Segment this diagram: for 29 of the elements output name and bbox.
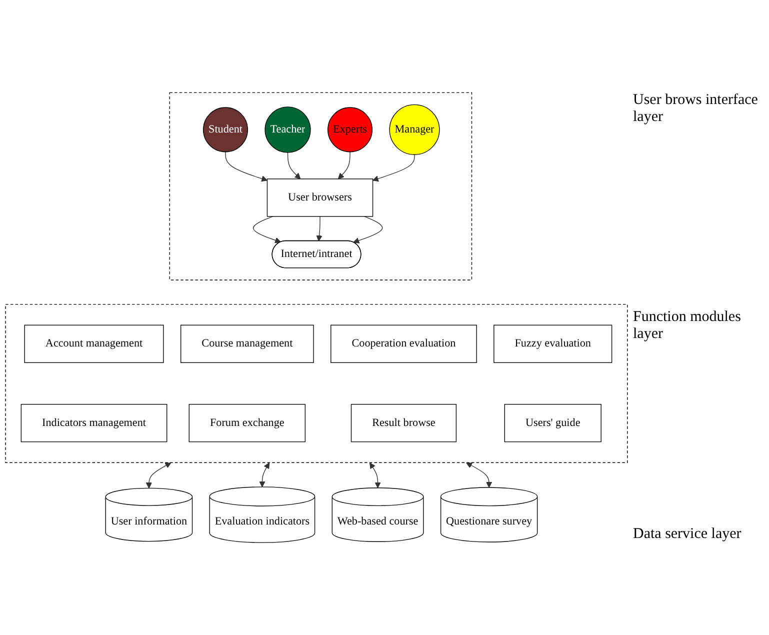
layer-label: Function modules layer — [633, 308, 742, 343]
node-circle: Manager — [389, 104, 440, 155]
arrow — [259, 462, 270, 488]
layer-label: Data service layer — [633, 526, 742, 544]
node-box: Cooperation evaluation — [330, 324, 477, 363]
node-circle: Experts — [327, 107, 373, 152]
cluster — [169, 92, 472, 280]
node-box: Users' guide — [504, 404, 602, 442]
node-box: Account management — [24, 324, 164, 363]
arrow — [353, 216, 383, 244]
arrow — [370, 462, 381, 488]
node-box: Course management — [180, 324, 314, 363]
arrow — [253, 216, 282, 244]
node-circle: Teacher — [264, 106, 311, 153]
node-box: Indicators management — [20, 404, 168, 442]
node-box: Forum exchange — [188, 404, 306, 442]
arrow — [372, 154, 415, 182]
arrow — [146, 462, 172, 488]
node-circle: Student — [202, 107, 248, 152]
node-box: Result browse — [350, 404, 457, 442]
node-box: User browsers — [266, 178, 374, 217]
arrow — [316, 216, 322, 242]
arrow — [466, 462, 492, 488]
arrow — [287, 152, 301, 180]
arrow — [225, 151, 268, 182]
node-box: Fuzzy evaluation — [494, 324, 612, 363]
arrow — [338, 151, 350, 180]
layer-label: User brows interface layer — [633, 92, 759, 126]
cluster — [5, 304, 628, 463]
